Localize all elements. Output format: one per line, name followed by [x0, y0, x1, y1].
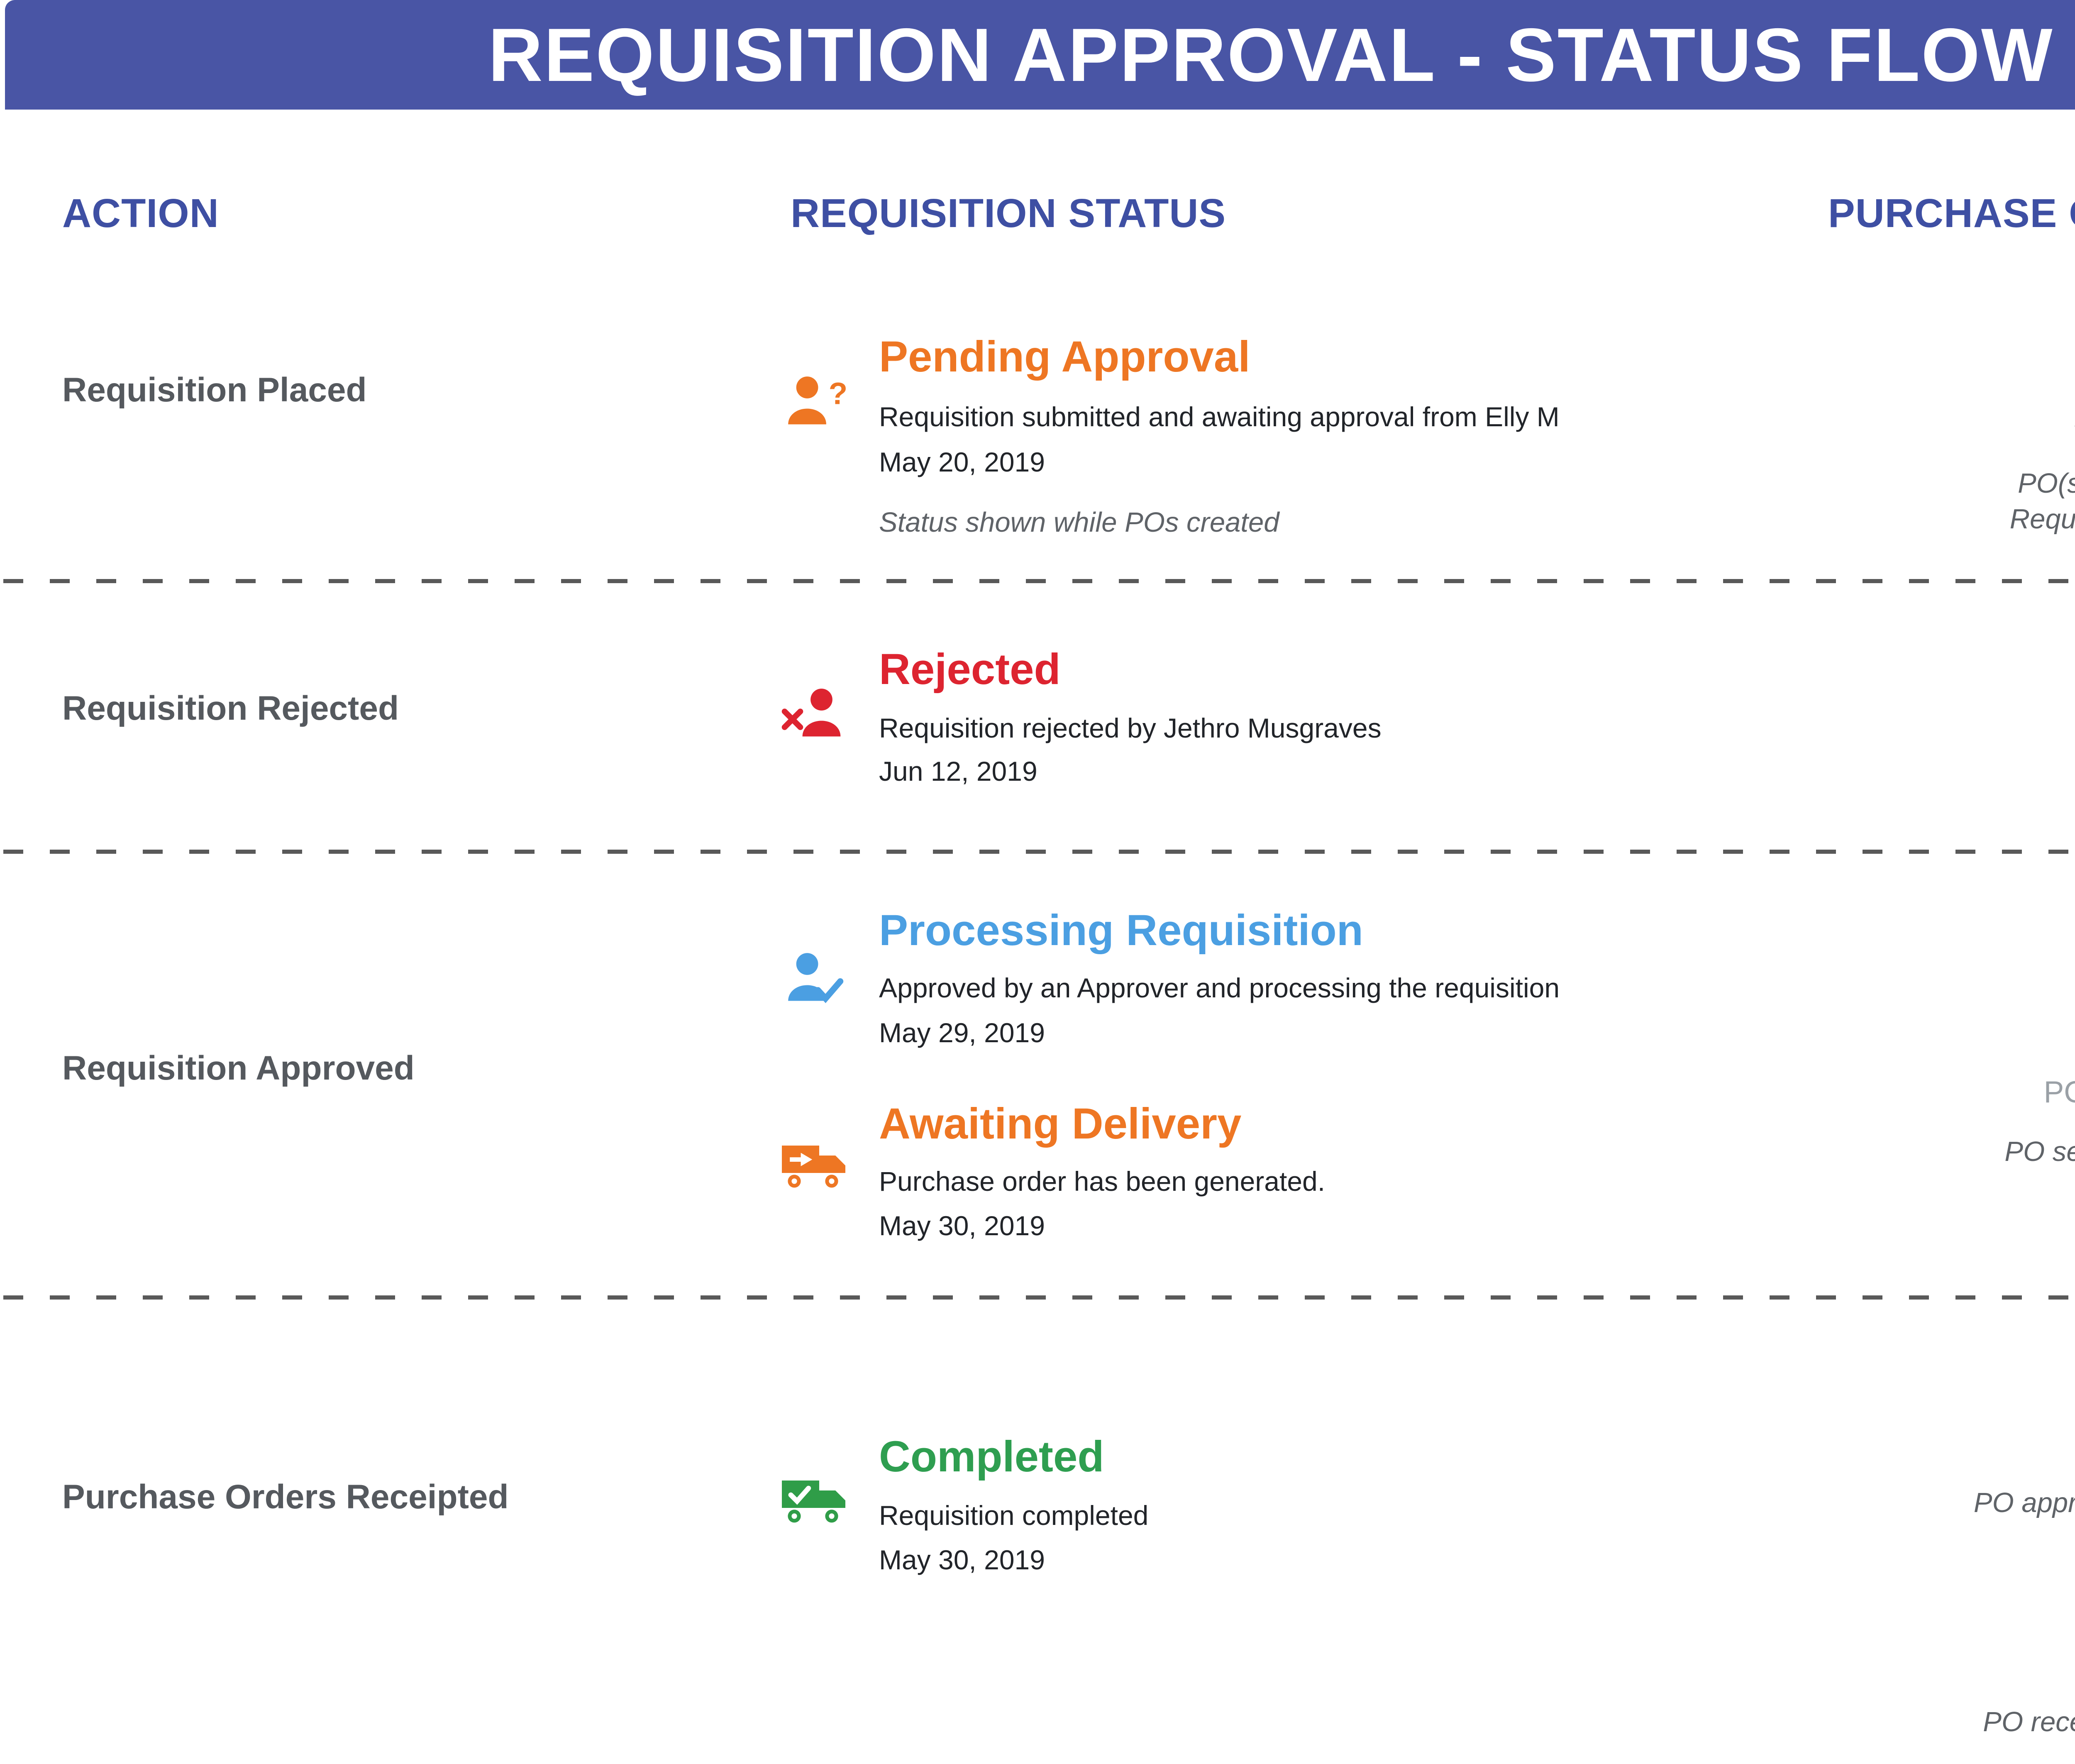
po-status-note: PO(s) created when Requisition Approved [2009, 468, 2075, 535]
status-note: Status shown while POs created [879, 507, 1279, 538]
action-label: Requisition Placed [62, 371, 367, 409]
page-title: REQUISITION APPROVAL - STATUS FLOW [488, 12, 2054, 97]
status-title: Awaiting Delivery [879, 1099, 1242, 1148]
po-status-label: PO Sent [1789, 1429, 2075, 1464]
po-status-note: PO sent to DX2 Portal [2004, 1136, 2075, 1167]
status-description: Requisition rejected by Jethro Musgraves [879, 713, 1382, 743]
po-status-label: Rejected [1789, 744, 2075, 779]
person-question-icon: ? [781, 372, 852, 429]
row-separator [3, 579, 2075, 583]
po-status-note: PO approved in DX2 Portal [1973, 1487, 2075, 1518]
person-check-icon [781, 948, 852, 1006]
status-title: Rejected [879, 645, 1061, 694]
status-title: Completed [879, 1432, 1104, 1481]
po-status-label: PO Generated [2043, 1075, 2075, 1109]
status-description: Requisition completed [879, 1500, 1149, 1531]
svg-text:?: ? [829, 376, 848, 411]
action-label: Purchase Orders Receipted [62, 1478, 509, 1516]
row-separator [3, 1295, 2075, 1300]
status-date: May 20, 2019 [879, 447, 1045, 477]
status-date: Jun 12, 2019 [879, 756, 1038, 787]
truck-arrow-icon [779, 1141, 854, 1190]
action-label: Requisition Rejected [62, 689, 399, 727]
person-x-icon [781, 684, 852, 741]
column-header-purchase-order-status: PURCHASE ORDER STATUS [1828, 191, 2075, 236]
po-status-label: Received [1789, 1649, 2075, 1684]
row-separator [3, 850, 2075, 854]
po-status-label: Submitted [1789, 403, 2075, 438]
status-description: Approved by an Approver and processing t… [879, 972, 1560, 1003]
status-date: May 30, 2019 [879, 1210, 1045, 1241]
status-date: May 30, 2019 [879, 1544, 1045, 1575]
column-header-requisition-status: REQUISITION STATUS [791, 191, 1226, 236]
status-title: Pending Approval [879, 332, 1250, 381]
title-bar: REQUISITION APPROVAL - STATUS FLOW [5, 0, 2075, 110]
status-title: Processing Requisition [879, 906, 1363, 955]
status-description: Purchase order has been generated. [879, 1166, 1326, 1197]
action-label: Requisition Approved [62, 1049, 415, 1087]
truck-check-icon [779, 1476, 854, 1525]
status-date: May 29, 2019 [879, 1017, 1045, 1048]
column-header-action: ACTION [62, 191, 219, 236]
po-status-note: PO receipted in Purchase [1983, 1706, 2075, 1737]
status-description: Requisition submitted and awaiting appro… [879, 401, 1560, 432]
